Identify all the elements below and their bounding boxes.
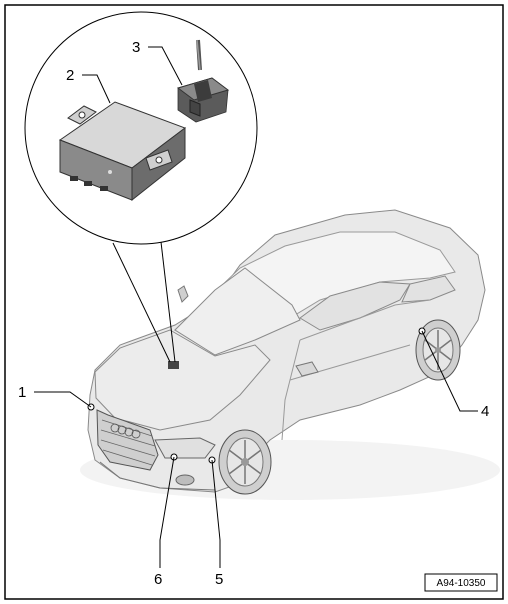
car-illustration bbox=[80, 209, 500, 500]
leader-lines bbox=[34, 46, 478, 568]
callout-2: 2 bbox=[66, 67, 74, 84]
front-wheel bbox=[218, 429, 272, 495]
reference-code-box: A94-10350 bbox=[424, 573, 498, 592]
hood-component-marker bbox=[168, 361, 179, 369]
reference-code: A94-10350 bbox=[437, 578, 486, 589]
callout-5: 5 bbox=[215, 571, 223, 588]
callout-4: 4 bbox=[481, 403, 489, 420]
callout-3: 3 bbox=[132, 39, 140, 56]
callout-6: 6 bbox=[154, 571, 162, 588]
connector-sensor bbox=[176, 39, 230, 123]
control-module bbox=[58, 101, 187, 202]
callout-1: 1 bbox=[18, 384, 26, 401]
rear-wheel bbox=[415, 319, 461, 381]
